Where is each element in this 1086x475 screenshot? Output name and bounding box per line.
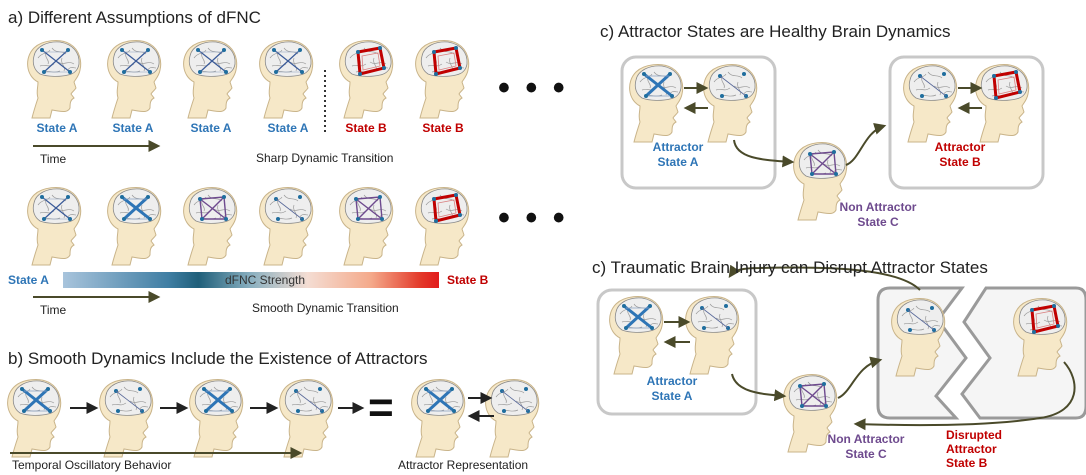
head-state-b-2 [415,40,470,119]
sharp-transition-label: Sharp Dynamic Transition [256,151,394,165]
attractor-representation-label: Attractor Representation [398,458,529,472]
c2-attractor-a-line1: Attractor [646,374,698,388]
head-osc-1 [7,379,62,458]
panel-c2-title: c) Traumatic Brain Injury can Disrupt At… [592,258,988,277]
panel-b-sequence [7,379,540,458]
row1-ellipsis: • • • [498,69,568,107]
head-state-a-4 [259,40,314,119]
row2-ellipsis: • • • [498,199,568,237]
head-smooth-1 [27,187,82,266]
head-smooth-5 [339,187,394,266]
smooth-transition-label: Smooth Dynamic Transition [252,301,399,315]
c1-attractor-b-label: Attractor State B [935,140,986,170]
head-state-b-1 [339,40,394,119]
c2-non-attractor-line2: State C [845,447,887,461]
row1-state-label-1: State A [36,121,78,135]
head-osc-4 [279,379,334,458]
row1-state-label-3: State A [190,121,232,135]
head-state-a-1 [27,40,82,119]
panel-c1-title: c) Attractor States are Healthy Brain Dy… [600,22,951,41]
row1-state-label-2: State A [112,121,154,135]
c2-head-a1 [609,296,664,375]
equals-sign: = [368,383,394,432]
head-smooth-3 [183,187,238,266]
c1-head-a1 [629,64,684,143]
row1-state-label-4: State A [267,121,309,135]
c1-attractor-a-label: Attractor State A [653,140,704,170]
head-osc-2 [99,379,154,458]
c2-non-attractor-line1: Non Attractor [827,432,905,446]
head-smooth-4 [259,187,314,266]
c1-non-attractor-label: Non Attractor State C [840,200,917,230]
attractor-a-box-c2 [596,288,758,416]
c1-attractor-b-line1: Attractor [934,140,986,154]
c2-disrupted-line1: Disrupted [946,428,1003,442]
head-smooth-6 [415,187,470,266]
head-attractor-rep-c [485,379,540,458]
head-osc-3 [189,379,244,458]
head-state-a-2 [107,40,162,119]
c2-b-return-arrow [853,361,1076,431]
panel-a-title: a) Different Assumptions of dFNC [8,8,261,27]
head-smooth-2 [107,187,162,266]
gradient-left-state-label: State A [8,273,49,287]
c2-a-to-c-arrow [731,373,787,402]
dfnc-strength-gradient-bar [63,272,439,288]
head-attractor-rep-a [411,379,466,458]
row2-time-label: Time [40,303,67,317]
c1-non-attractor-line2: State C [857,215,899,229]
head-state-a-3 [183,40,238,119]
gradient-right-state-label: State B [447,273,489,287]
c1-attractor-b-line2: State B [939,155,981,169]
c2-attractor-a-label: Attractor State A [647,374,698,404]
c1-attractor-a-line2: State A [657,155,699,169]
row1-time-label: Time [40,152,67,166]
c2-attractor-a-line2: State A [651,389,693,403]
dfnc-strength-label: dFNC Strength [225,273,306,287]
attractor-a-box-c1 [620,55,777,190]
c2-disrupted-line3: State B [946,456,988,470]
c2-non-attractor-label: Non Attractor State C [828,432,905,462]
c1-attractor-a-line1: Attractor [652,140,704,154]
panel-b-title: b) Smooth Dynamics Include the Existence… [8,349,428,368]
c2-head-a2 [685,296,740,375]
panel-a-row1-heads [27,40,470,119]
c1-non-attractor-line1: Non Attractor [839,200,917,214]
c2-disrupted-attractor-label: Disrupted Attractor State B [946,428,1002,470]
attractor-b-box-c1 [888,55,1045,190]
c2-disrupted-line2: Attractor [946,442,997,456]
c1-a-to-c-arrow [733,139,795,168]
row1-state-label-5: State B [345,121,387,135]
c2-c-to-b-arrow [837,356,883,399]
temporal-oscillatory-label: Temporal Oscillatory Behavior [12,458,172,472]
c1-head-a2 [703,64,758,143]
row1-state-label-6: State B [422,121,464,135]
c1-head-b2 [975,64,1030,143]
panel-a-row2-heads [27,187,470,266]
c1-head-b1 [903,64,958,143]
c1-c-to-b-arrow [845,123,887,166]
c2-loop-back-arrow [728,264,921,291]
